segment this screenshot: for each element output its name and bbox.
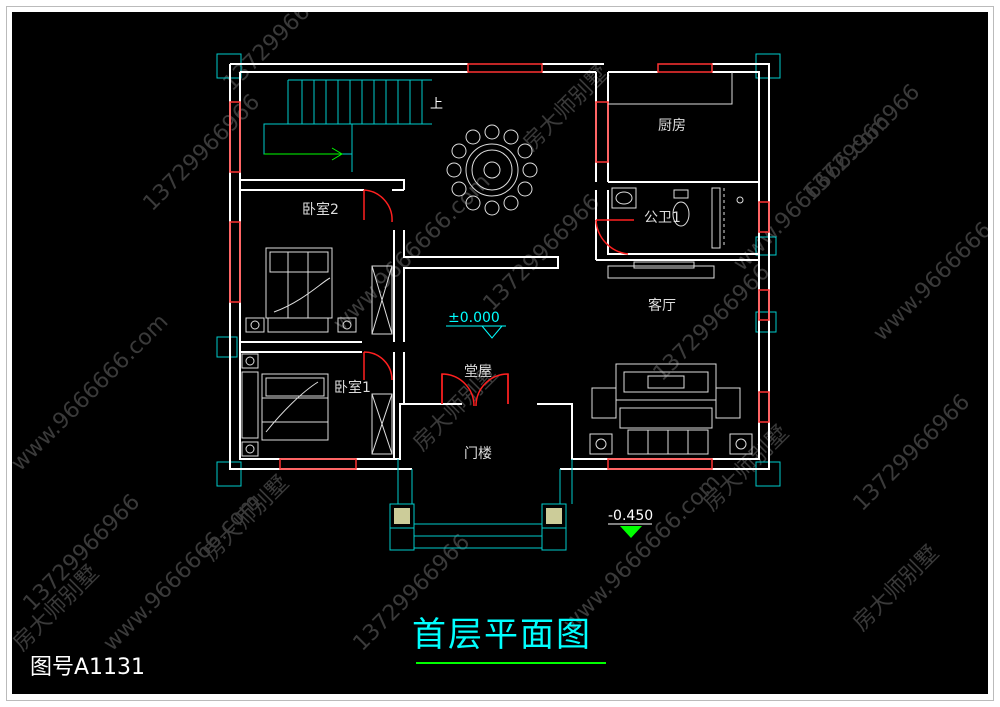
- room-labels: 卧室2 卧室1 厨房 公卫1 客厅 堂屋 门楼: [302, 118, 686, 462]
- door-bedroom1: [363, 351, 393, 381]
- doors: [363, 189, 634, 407]
- door-bath: [595, 219, 634, 255]
- watermark-site: www.9666666.com: [869, 179, 988, 346]
- room-label-bedroom2: 卧室2: [302, 201, 339, 218]
- room-label-living-room: 客厅: [648, 297, 676, 314]
- floor-plan: www.9666666.com 13729966966 房大师别墅 www.96…: [12, 12, 988, 656]
- windows: [229, 63, 770, 470]
- column-markers: [216, 53, 781, 487]
- stair-label: 上: [430, 97, 443, 112]
- bed-bedroom1: [241, 353, 393, 457]
- watermark-phone: 13729966966: [139, 90, 266, 217]
- dining-table: [446, 124, 538, 216]
- room-label-public-bath: 公卫1: [644, 210, 681, 226]
- porch: [389, 459, 573, 551]
- room-label-kitchen: 厨房: [658, 118, 686, 134]
- window-right-living: [758, 289, 770, 321]
- window-bottom-left: [279, 458, 357, 470]
- drawing-number: 图号A1131: [30, 655, 146, 680]
- plan-title: 首层平面图: [412, 615, 592, 655]
- bath-fixtures: [611, 187, 744, 249]
- kitchen-counter: [608, 72, 733, 105]
- watermark-brand: 房大师别墅: [199, 471, 294, 566]
- watermark-site: www.9666666.com: [12, 309, 173, 476]
- title-underline: [416, 662, 606, 664]
- window-right-lower: [758, 391, 770, 423]
- watermark-phone: 13729966966: [479, 190, 606, 317]
- room-label-porch: 门楼: [464, 446, 492, 462]
- sofa-set: [589, 363, 753, 455]
- window-kitchen-left: [595, 101, 609, 163]
- tv-cabinet: [607, 261, 715, 279]
- elevation-exterior-marker: -0.450: [608, 508, 653, 538]
- watermark-layer: www.9666666.com 13729966966 房大师别墅 www.96…: [12, 12, 988, 656]
- door-hall-right: [475, 373, 509, 407]
- watermark-brand: 房大师别墅: [519, 61, 614, 156]
- window-top-right: [657, 63, 713, 73]
- staircase: [263, 79, 432, 172]
- room-label-hall: 堂屋: [464, 364, 492, 380]
- watermark-phone: 13729966966: [799, 80, 926, 207]
- door-hall-left: [441, 373, 475, 407]
- door-bedroom2: [363, 189, 393, 223]
- window-left-upper: [229, 101, 241, 173]
- elevation-exterior-label: -0.450: [608, 508, 653, 524]
- watermark-site: www.9666666.com: [559, 469, 726, 636]
- elevation-main-marker: ±0.000: [446, 310, 506, 339]
- window-left-mid: [229, 221, 241, 303]
- bed-bedroom2: [245, 247, 393, 335]
- window-bottom-right: [607, 458, 713, 470]
- porch-columns: [394, 508, 562, 524]
- elevation-main-label: ±0.000: [448, 310, 500, 326]
- cad-canvas: www.9666666.com 13729966966 房大师别墅 www.96…: [12, 12, 988, 694]
- window-top-left: [467, 63, 543, 73]
- watermark-brand: 房大师别墅: [849, 541, 944, 636]
- watermark-phone: 13729966966: [849, 390, 976, 517]
- room-label-bedroom1: 卧室1: [334, 379, 371, 396]
- window-right-bath: [758, 201, 770, 233]
